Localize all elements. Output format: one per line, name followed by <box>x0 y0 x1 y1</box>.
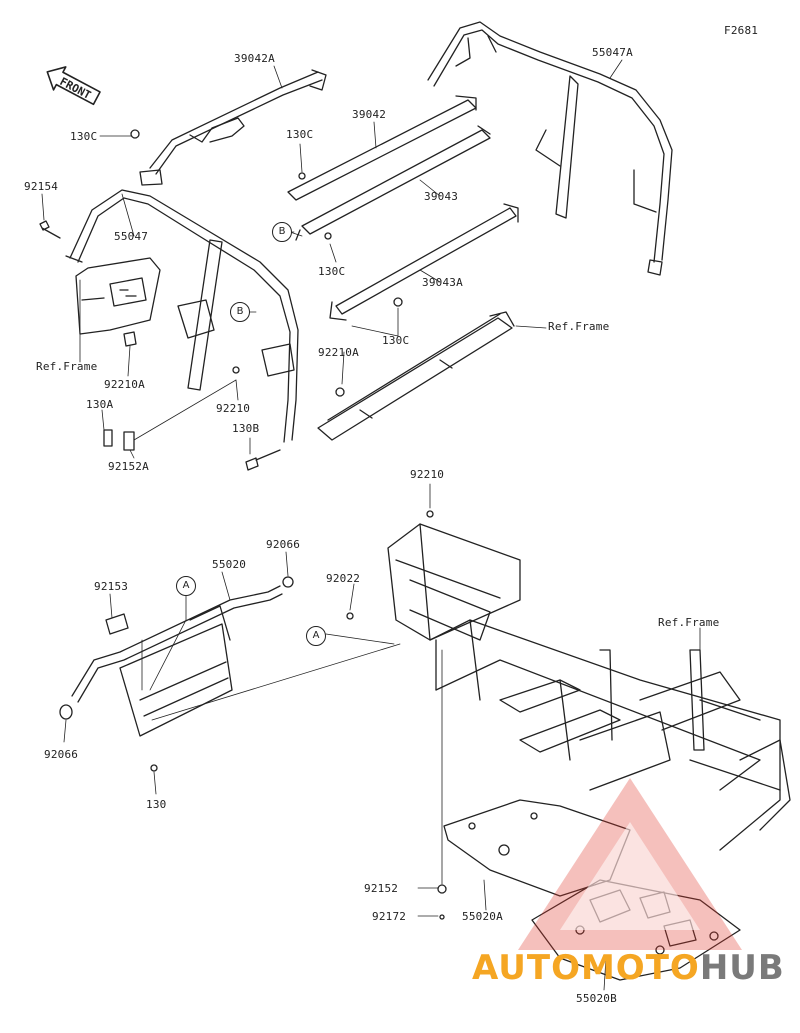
label-130B: 130B <box>232 422 260 435</box>
part-39043A-bar <box>329 203 519 321</box>
label-130C-4: 130C <box>382 334 410 347</box>
label-92066-2: 92066 <box>44 748 79 761</box>
label-92022: 92022 <box>326 572 361 585</box>
part-55020-front-bumper <box>71 585 283 737</box>
label-ref-frame-1: Ref.Frame <box>548 320 610 333</box>
front-arrow-icon <box>46 66 101 106</box>
label-55020: 55020 <box>212 558 247 571</box>
label-130C-2: 130C <box>286 128 314 141</box>
label-92154: 92154 <box>24 180 59 193</box>
label-92210A-1: 92210A <box>318 346 359 359</box>
label-92210-1: 92210 <box>216 402 251 415</box>
label-55047: 55047 <box>114 230 149 243</box>
callout-a-1: A <box>176 576 196 596</box>
watermark-text: AUTOMOTOHUB <box>472 948 785 988</box>
label-130C-1: 130C <box>70 130 98 143</box>
part-39042-bar <box>287 95 477 201</box>
front-mount-bracket <box>75 257 161 335</box>
label-92172: 92172 <box>372 910 407 923</box>
label-ref-frame-3: Ref.Frame <box>658 616 720 629</box>
hardware-bolts <box>39 129 447 920</box>
label-ref-frame-2: Ref.Frame <box>36 360 98 373</box>
label-39043A: 39043A <box>422 276 463 289</box>
callout-b-1: B <box>272 222 292 242</box>
label-55020B: 55020B <box>576 992 617 1005</box>
watermark-logo-icon <box>518 778 742 950</box>
watermark-part2: HUB <box>699 948 785 988</box>
label-92210A-2: 92210A <box>104 378 145 391</box>
part-55047A-rear-cage <box>427 21 673 276</box>
figure-code: F2681 <box>724 24 759 37</box>
frame-rail <box>317 311 515 441</box>
label-39043: 39043 <box>424 190 459 203</box>
part-55047-front-cage <box>65 189 299 443</box>
part-39043-bar <box>295 125 491 241</box>
callout-b-2: B <box>230 302 250 322</box>
leader-lines <box>41 59 701 991</box>
label-39042A: 39042A <box>234 52 275 65</box>
label-130: 130 <box>146 798 167 811</box>
label-92066-1: 92066 <box>266 538 301 551</box>
label-130A: 130A <box>86 398 114 411</box>
label-55020A: 55020A <box>462 910 503 923</box>
watermark-part1: AUTOMOTO <box>472 948 700 988</box>
part-39042A-upper-bar <box>139 69 327 186</box>
label-39042: 39042 <box>352 108 387 121</box>
main-chassis-frame <box>387 523 791 851</box>
label-92153: 92153 <box>94 580 129 593</box>
label-55047A: 55047A <box>592 46 633 59</box>
label-92152A: 92152A <box>108 460 149 473</box>
label-130C-3: 130C <box>318 265 346 278</box>
label-92210-2: 92210 <box>410 468 445 481</box>
callout-a-2: A <box>306 626 326 646</box>
label-92152: 92152 <box>364 882 399 895</box>
